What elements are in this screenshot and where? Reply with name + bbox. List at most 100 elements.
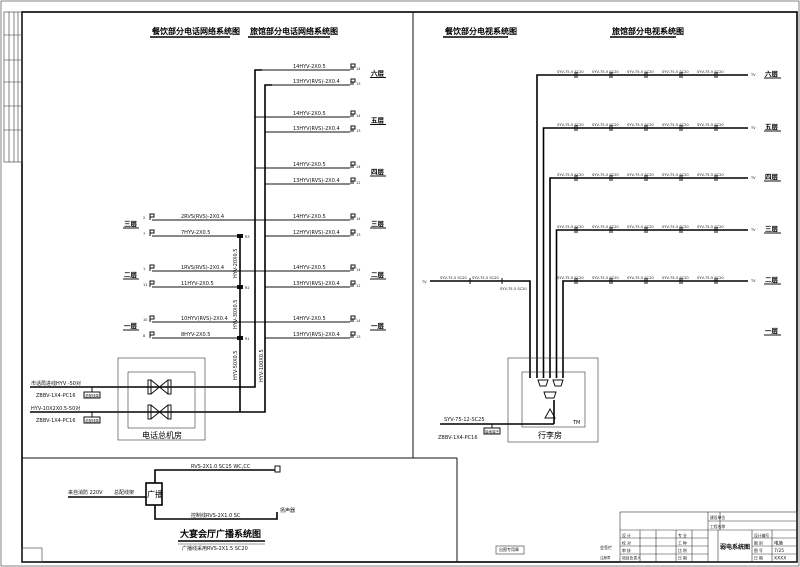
tv-cable-label: SYV-75-5 SC20 bbox=[440, 276, 467, 280]
tv-room-label: 行李房 bbox=[538, 430, 562, 440]
signature-row-label: 比 例 bbox=[678, 548, 687, 553]
broadcast-input-label: 来自消防 220V bbox=[68, 489, 103, 496]
phone-outlet-icon bbox=[350, 177, 356, 184]
signature-row-label: 项目负责人 bbox=[622, 556, 641, 561]
floor-label: 六层 bbox=[765, 69, 779, 78]
tv-cable-label: SYV-75-5 SC20 bbox=[472, 276, 499, 280]
drawing-info-label: 日 期 bbox=[754, 556, 763, 561]
tv-tap-icon bbox=[574, 175, 578, 181]
phone-outlet-icon bbox=[350, 213, 356, 220]
drawing-info-label: 图 号 bbox=[754, 548, 763, 553]
tv-input-cable: SYV-75-12-SC25 bbox=[444, 417, 485, 423]
signature-row-label: 设 计 bbox=[622, 533, 631, 538]
phone-outlet-icon bbox=[350, 264, 356, 271]
tv-trunk-line bbox=[542, 127, 748, 378]
phone-outlet-icon bbox=[350, 63, 356, 70]
title-hotel-tv: 旅馆部分电视系统图 bbox=[612, 26, 684, 36]
tv-cable-label: SYV-75-5 SC20 bbox=[697, 173, 724, 177]
input-cable-label: 市话局进线HYV -50对 bbox=[31, 380, 81, 387]
riser-label: HYV-100X0.5 bbox=[259, 349, 265, 382]
tv-tap-icon bbox=[644, 175, 648, 181]
tv-tap-icon bbox=[679, 72, 683, 78]
tv-outlet-label: TV bbox=[421, 280, 427, 284]
tv-cable-label: SYV-75-5 SC20 bbox=[500, 287, 527, 291]
tv-cable-label: SYV-75-5 SC20 bbox=[592, 173, 619, 177]
stamp-mid: 注册章 bbox=[600, 555, 611, 560]
tv-trunk-line bbox=[536, 74, 748, 378]
drawing-name: 弱电系统图 bbox=[720, 543, 750, 551]
tv-input-conduit: ZBBV-1X4-PC16 bbox=[438, 435, 478, 441]
hotel-trunk-a bbox=[30, 69, 262, 388]
broadcast-upper-cable: RVS-2X1.0 SC15 WC,CC bbox=[191, 464, 251, 470]
phone-outlet-icon bbox=[149, 331, 155, 338]
phone-outlet-icon bbox=[350, 280, 356, 287]
tv-room-code: TM bbox=[572, 420, 580, 426]
cable-label: 13HYV(RVS)-2X0.4 bbox=[293, 126, 340, 132]
tv-tap-icon bbox=[609, 227, 613, 233]
tv-trunk-line bbox=[562, 280, 748, 378]
floor-label: 三层 bbox=[371, 219, 385, 228]
tv-cable-label: SYV-75-5 SC20 bbox=[697, 276, 724, 280]
outlet-number: 13 bbox=[356, 129, 360, 133]
tv-tap-icon bbox=[714, 72, 718, 78]
terminal-box-label: R3 bbox=[245, 235, 250, 239]
floor-label: 一层 bbox=[124, 321, 138, 330]
cable-label: 2RVS(RVS)-2X0.4 bbox=[181, 214, 224, 220]
tv-cable-label: SYV-75-5 SC20 bbox=[662, 70, 689, 74]
tv-cable-label: SYV-75-5 SC20 bbox=[697, 123, 724, 127]
outlet-number: 10 bbox=[143, 318, 147, 322]
phone-outlet-icon bbox=[149, 264, 155, 271]
phone-room-label: 电话总机房 bbox=[142, 430, 182, 440]
tv-tap-icon bbox=[714, 175, 718, 181]
broadcast-box-label: 广播 bbox=[147, 489, 163, 499]
cable-label: 14HYV-2X0.5 bbox=[293, 265, 326, 271]
phone-outlet-icon bbox=[350, 78, 356, 85]
title-broadcast: 大宴会厅广播系统图 bbox=[180, 528, 261, 540]
signature-row-label: 专 业 bbox=[678, 533, 687, 538]
tv-tap-icon bbox=[679, 227, 683, 233]
outlet-number: 12 bbox=[356, 284, 360, 288]
stamps: 出图专用章 会签栏 bbox=[21, 544, 612, 563]
outlet-number: 7 bbox=[143, 232, 145, 236]
tv-tap-icon bbox=[679, 125, 683, 131]
cable-label: 14HYV-2X0.5 bbox=[293, 111, 326, 117]
cable-label: 7HYV-2X0.5 bbox=[181, 230, 211, 236]
outlet-number: 2 bbox=[143, 216, 145, 220]
tv-cable-label: SYV-75-5 SC20 bbox=[592, 225, 619, 229]
tv-trunk-line bbox=[555, 229, 748, 378]
title-restaurant-tv: 餐饮部分电视系统图 bbox=[444, 26, 517, 36]
tv-cable-label: SYV-75-5 SC20 bbox=[592, 123, 619, 127]
riser-label: HYV-20X0.5 bbox=[233, 249, 239, 279]
tv-tap-icon bbox=[574, 278, 578, 284]
distribution-frame-icon bbox=[147, 379, 172, 420]
tv-input-box: 接地端子 bbox=[485, 429, 499, 434]
speaker-icon bbox=[274, 465, 281, 473]
phone-outlet-icon bbox=[350, 110, 356, 117]
outlet-number: 12 bbox=[356, 181, 360, 185]
tv-tap-icon bbox=[609, 175, 613, 181]
drawing-info-value: 电施 bbox=[774, 540, 783, 547]
tv-cable-label: SYV-75-5 SC20 bbox=[697, 70, 724, 74]
tv-tap-icon bbox=[714, 125, 718, 131]
phone-outlet-icon bbox=[350, 331, 356, 338]
cable-label: 13HYV(RVS)-2X0.4 bbox=[293, 281, 340, 287]
tv-cable-label: SYV-75-5 SC20 bbox=[662, 123, 689, 127]
stamp-small: 会签栏 bbox=[600, 544, 612, 550]
signature-row-label: 校 对 bbox=[622, 541, 631, 546]
tv-tap-icon bbox=[609, 125, 613, 131]
outlet-number: 14 bbox=[356, 319, 361, 323]
tv-tap-icon bbox=[679, 278, 683, 284]
tv-cable-label: SYV-75-5 SC20 bbox=[627, 173, 654, 177]
outlet-number: 8 bbox=[143, 334, 145, 338]
broadcast-subtitle: 广播线采用RVS-2X1.5 SC20 bbox=[182, 545, 248, 552]
riser-label: HYV-30X0.5 bbox=[233, 300, 239, 330]
outlet-number: 14 bbox=[356, 114, 361, 118]
cable-label: 13HYV(RVS)-2X0.4 bbox=[293, 178, 340, 184]
floor-label: 三层 bbox=[765, 224, 779, 233]
title-hotel-phone: 旅馆部分电话网络系统图 bbox=[250, 26, 338, 36]
floor-label: 六层 bbox=[371, 69, 385, 78]
tv-cable-label: SYV-75-5 SC20 bbox=[557, 70, 584, 74]
